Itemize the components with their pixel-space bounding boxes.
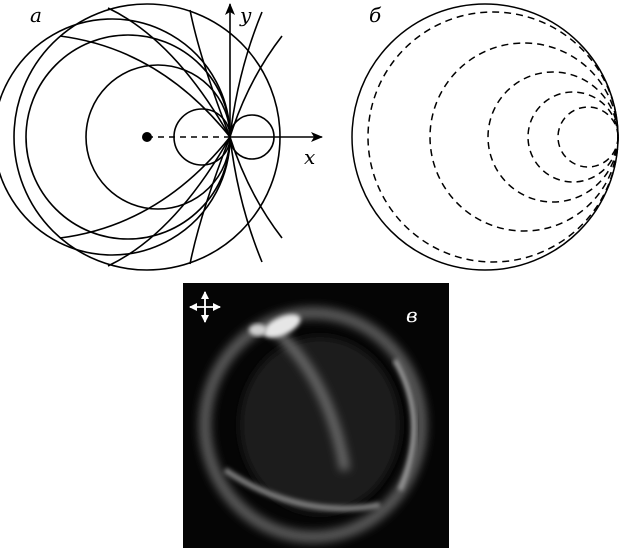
panel-a-axis-y-label: y xyxy=(239,3,252,27)
panel-c-glow-ring xyxy=(199,307,427,543)
panel-c-bottom-arc xyxy=(223,467,381,512)
panel-a-fan-arc-8 xyxy=(107,136,231,267)
panel-b-dashed-circle-2 xyxy=(429,42,619,232)
panel-c-bright-spot xyxy=(263,314,301,338)
panel-a-arc-1 xyxy=(0,18,231,256)
panel-c-label: в xyxy=(406,303,418,327)
panel-a-fan-arc-5 xyxy=(229,136,263,263)
panel-a-fan-arc-3 xyxy=(189,9,231,138)
panel-b-dashed-circle-1 xyxy=(367,11,619,263)
panel-b-label: б xyxy=(369,3,382,27)
panel-a-fan-arc-10 xyxy=(59,35,231,138)
panel-a-circle-mid xyxy=(25,34,231,240)
panel-a-axis-x-label: x xyxy=(304,145,315,169)
panel-b-outer-circle xyxy=(351,3,619,271)
panel-c-diagonal-band xyxy=(271,326,350,471)
panel-a-center-dot xyxy=(142,132,152,142)
panel-c-photo: в xyxy=(183,283,449,548)
panel-a-fan-arc-6 xyxy=(229,136,283,239)
panel-a-fan-arc-9 xyxy=(59,136,231,239)
panel-a-fan-arc-1 xyxy=(229,11,263,138)
panel-a-fan-arc-2 xyxy=(229,35,283,138)
panel-b-dashed-circle-4 xyxy=(527,91,619,183)
panel-c-right-arc xyxy=(392,358,417,491)
panel-a-label: a xyxy=(30,3,42,27)
panel-b-dashed-circle-3 xyxy=(487,71,619,203)
panel-a-fan-arc-7 xyxy=(189,136,231,265)
panel-c-inner-haze xyxy=(240,337,400,513)
panel-b xyxy=(351,3,619,271)
panel-b-dashed-circle-5 xyxy=(557,106,619,168)
panel-c-bright-spot-2 xyxy=(249,324,267,336)
panel-a-fan-arc-4 xyxy=(107,7,231,138)
four-way-arrow-icon xyxy=(189,291,221,323)
